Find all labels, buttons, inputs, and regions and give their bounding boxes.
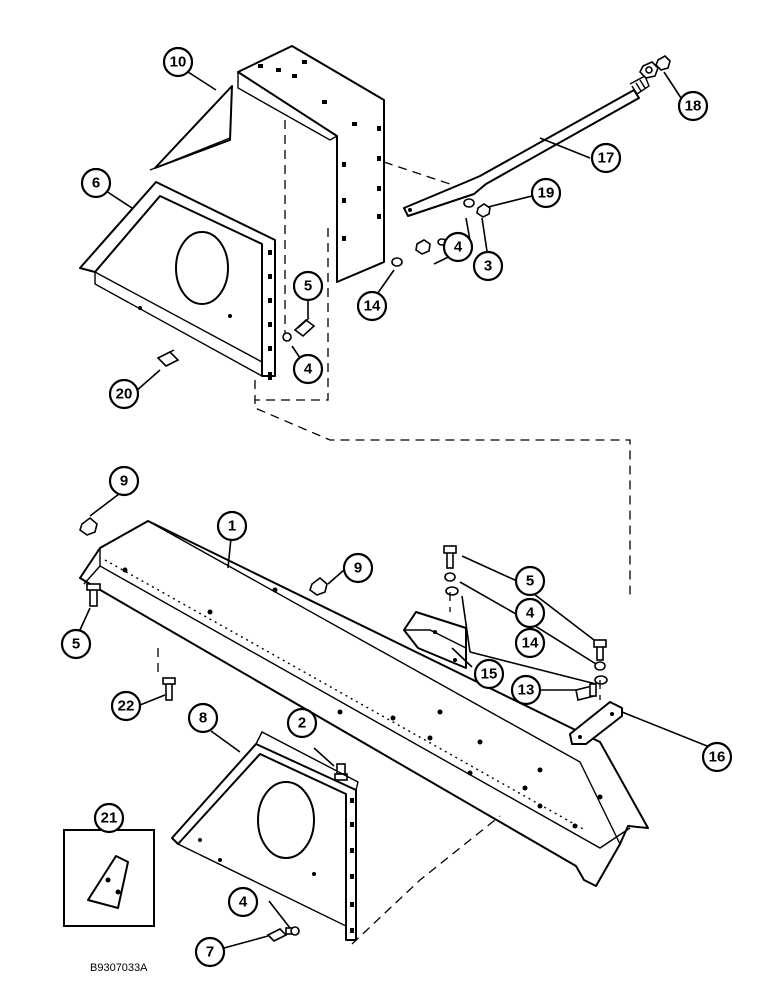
svg-text:2: 2 [298,715,306,732]
bolt-5-upper [293,317,316,338]
washer-4-bottom [290,926,300,936]
svg-text:4: 4 [526,605,535,622]
bolt-13 [575,683,597,701]
svg-text:18: 18 [685,98,702,115]
bolt-2 [334,763,348,781]
callout-2: 2 [286,707,318,739]
svg-text:21: 21 [101,810,118,827]
callout-5-right: 5 [514,565,546,597]
part-8-side-plate [171,731,501,945]
callout-10: 10 [162,46,194,78]
washer-4-upper [282,332,292,342]
nut-9-left [79,516,98,536]
part-21-inset [63,829,155,927]
nut-3 [415,238,447,255]
svg-text:15: 15 [481,666,498,683]
svg-text:8: 8 [199,710,207,727]
bolt-5-left [86,583,101,607]
svg-text:17: 17 [598,150,615,167]
bolt-20 [156,349,180,367]
callout-4-upper-left: 4 [292,353,324,385]
svg-text:10: 10 [170,54,187,71]
part-10-bracket [149,45,385,401]
svg-text:1: 1 [228,518,236,535]
callout-8: 8 [187,702,219,734]
part-6-side-plate [79,181,631,600]
callout-4-bottom: 4 [227,886,259,918]
svg-text:14: 14 [522,635,539,652]
svg-text:9: 9 [354,560,362,577]
callout-14-right: 14 [514,627,546,659]
part-1-main-beam [79,520,649,887]
svg-text:5: 5 [304,278,312,295]
callout-5-left: 5 [60,628,92,660]
callout-18: 18 [677,90,709,122]
svg-text:9: 9 [120,473,128,490]
callout-19: 19 [530,177,562,209]
callout-1: 1 [216,510,248,542]
lower-hardware [79,516,608,942]
callout-20: 20 [108,378,140,410]
part-15-angle-bracket [403,611,467,669]
bolt-7 [266,927,294,942]
svg-text:3: 3 [484,258,492,275]
callout-4-right: 4 [514,597,546,629]
washer-14-upper [391,257,403,267]
callout-13: 13 [510,674,542,706]
callout-5-upper: 5 [292,270,324,302]
callout-3: 3 [472,250,504,282]
svg-text:14: 14 [364,298,381,315]
washer-14-right-low [594,675,608,685]
svg-text:20: 20 [116,386,133,403]
part-17-rod [383,75,650,217]
svg-text:19: 19 [538,185,555,202]
washer-4-right-top [444,572,456,582]
bolt-22 [162,677,176,701]
svg-text:13: 13 [518,682,535,699]
callout-9-left: 9 [108,465,140,497]
figure-code: B9307033A [90,962,148,974]
part-16-strap [569,701,623,745]
svg-text:6: 6 [92,175,100,192]
svg-text:4: 4 [239,894,248,911]
callout-14-upper: 14 [356,290,388,322]
callout-15: 15 [473,658,505,690]
bolt-5-right-top [443,545,457,569]
callout-16: 16 [701,741,733,773]
callout-4-upper-right: 4 [442,231,474,263]
nut-9-center [309,576,328,596]
svg-text:5: 5 [72,636,80,653]
callout-6: 6 [80,167,112,199]
callout-22: 22 [110,690,142,722]
hardware-items [156,55,671,367]
callout-9-center: 9 [342,552,374,584]
nut-18 [639,55,671,79]
washer-4-right-low [594,661,606,671]
washer-14-right-top [445,586,459,596]
svg-text:4: 4 [454,239,463,256]
svg-text:4: 4 [304,361,313,378]
callout-7: 7 [194,936,226,968]
callout-21: 21 [93,802,125,834]
bolt-5-right-low [593,639,607,661]
callout-17: 17 [590,142,622,174]
svg-text:5: 5 [526,573,534,590]
svg-text:16: 16 [709,749,726,766]
svg-text:7: 7 [206,944,214,961]
washer-19 [463,198,491,218]
svg-text:22: 22 [118,698,135,715]
